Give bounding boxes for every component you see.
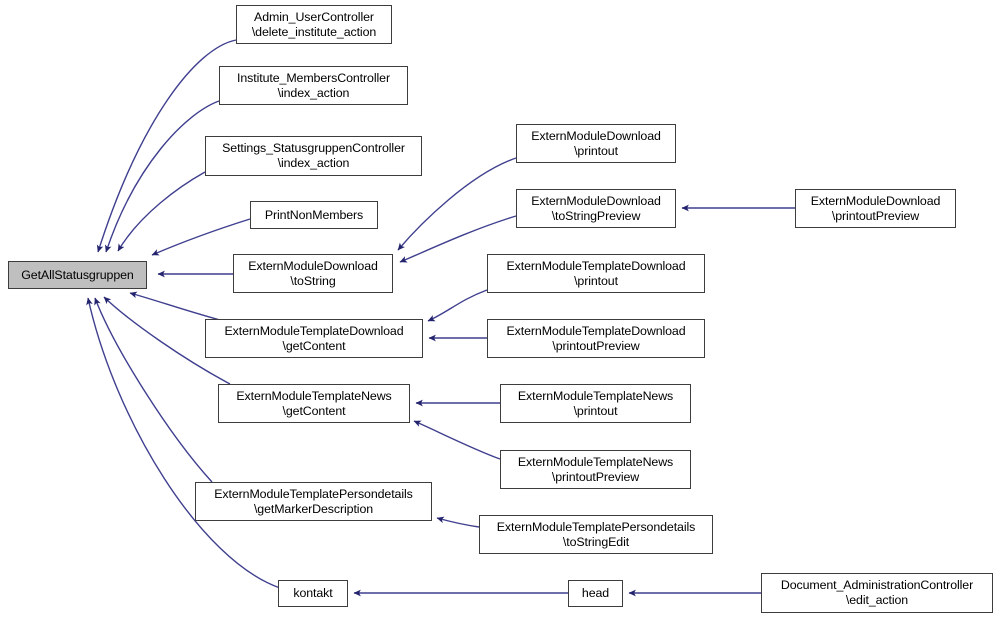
graph-node-emd_tostringpreview[interactable]: ExternModuleDownload \toStringPreview (516, 189, 676, 228)
graph-node-label: ExternModuleTemplateDownload \printoutPr… (506, 323, 686, 353)
graph-node-emtp_tostringedit[interactable]: ExternModuleTemplatePersondetails \toStr… (479, 515, 713, 554)
graph-node-emtp_getmarkerdescription[interactable]: ExternModuleTemplatePersondetails \getMa… (195, 482, 432, 521)
graph-node-institute_members_index[interactable]: Institute_MembersController \index_actio… (219, 66, 408, 105)
graph-node-emtn_getcontent[interactable]: ExternModuleTemplateNews \getContent (218, 384, 410, 423)
graph-node-label: ExternModuleDownload \toString (248, 258, 378, 288)
graph-node-root[interactable]: GetAllStatusgruppen (8, 261, 147, 289)
graph-node-label: ExternModuleDownload \printoutPreview (810, 193, 941, 223)
graph-node-label: ExternModuleTemplateDownload \printout (506, 258, 686, 288)
graph-node-label: ExternModuleTemplateNews \printout (517, 388, 674, 418)
graph-node-emd_printout[interactable]: ExternModuleDownload \printout (516, 124, 676, 163)
graph-node-settings_statusgruppen_index[interactable]: Settings_StatusgruppenController \index_… (205, 136, 422, 176)
graph-node-label: PrintNonMembers (264, 207, 364, 222)
graph-node-label: kontakt (293, 586, 333, 601)
graph-node-label: ExternModuleDownload \printout (531, 128, 661, 158)
graph-node-label: Institute_MembersController \index_actio… (237, 70, 390, 100)
graph-node-emd_printoutpreview[interactable]: ExternModuleDownload \printoutPreview (795, 189, 956, 228)
graph-node-head[interactable]: head (568, 580, 623, 607)
graph-node-emtd_printoutpreview[interactable]: ExternModuleTemplateDownload \printoutPr… (487, 319, 705, 358)
graph-node-label: GetAllStatusgruppen (21, 267, 134, 282)
graph-node-print_non_members[interactable]: PrintNonMembers (250, 201, 378, 229)
graph-node-emtn_printoutpreview[interactable]: ExternModuleTemplateNews \printoutPrevie… (500, 450, 691, 489)
graph-node-admin_user_delete_institute[interactable]: Admin_UserController \delete_institute_a… (236, 5, 392, 44)
graph-node-label: Admin_UserController \delete_institute_a… (251, 9, 377, 39)
graph-node-label: Settings_StatusgruppenController \index_… (222, 141, 405, 170)
graph-node-emtd_getcontent[interactable]: ExternModuleTemplateDownload \getContent (205, 319, 423, 358)
graph-node-emd_tostring[interactable]: ExternModuleDownload \toString (233, 254, 393, 293)
graph-node-label: ExternModuleTemplateNews \printoutPrevie… (517, 454, 674, 484)
graph-node-emtn_printout[interactable]: ExternModuleTemplateNews \printout (500, 384, 691, 423)
graph-node-doc_admin_edit[interactable]: Document_AdministrationController \edit_… (761, 573, 993, 613)
graph-node-label: ExternModuleDownload \toStringPreview (531, 193, 661, 223)
graph-node-label: Document_AdministrationController \edit_… (780, 578, 974, 607)
graph-node-kontakt[interactable]: kontakt (278, 580, 348, 607)
graph-node-label: ExternModuleTemplatePersondetails \getMa… (214, 486, 413, 516)
graph-node-label: ExternModuleTemplateNews \getContent (236, 388, 392, 418)
graph-node-label: ExternModuleTemplatePersondetails \toStr… (496, 519, 696, 549)
graph-node-emtd_printout[interactable]: ExternModuleTemplateDownload \printout (487, 254, 705, 293)
graph-node-label: head (581, 586, 610, 601)
graph-node-label: ExternModuleTemplateDownload \getContent (224, 323, 404, 353)
